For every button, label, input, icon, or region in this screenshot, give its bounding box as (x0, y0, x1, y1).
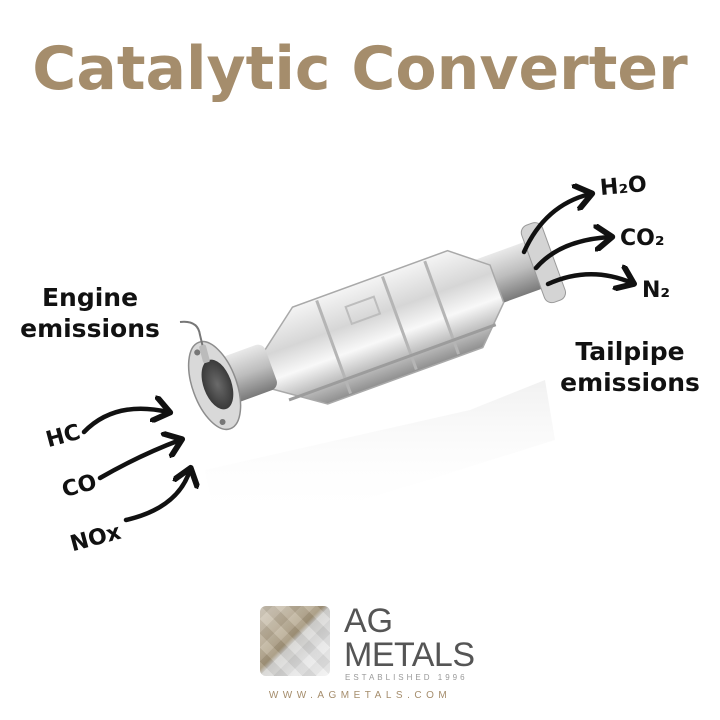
arrow-icon (81, 409, 168, 435)
arrow-icon (545, 274, 632, 284)
input-arrows (81, 409, 190, 523)
logo-line2: METALS (344, 636, 475, 674)
gas-h2o: H₂O (598, 172, 648, 201)
reflection (205, 380, 555, 520)
website-url: WWW.AGMETALS.COM (268, 690, 452, 701)
ag-metals-logo-icon (260, 606, 330, 676)
page-title: Catalytic Converter (32, 34, 688, 104)
tailpipe-emissions-label: Tailpipe emissions (560, 337, 700, 397)
engine-emissions-label: Engine emissions (20, 283, 160, 343)
output-arrows (521, 194, 632, 284)
arrow-icon (97, 440, 180, 481)
gas-co2: CO₂ (620, 226, 665, 251)
arrow-icon (123, 470, 190, 523)
gas-n2: N₂ (642, 278, 671, 303)
arrow-icon (521, 194, 590, 255)
logo-tagline: ESTABLISHED 1996 (345, 673, 468, 682)
arrow-icon (533, 237, 610, 271)
sensor-wire (179, 320, 207, 361)
logo-line1: AG (344, 602, 394, 640)
